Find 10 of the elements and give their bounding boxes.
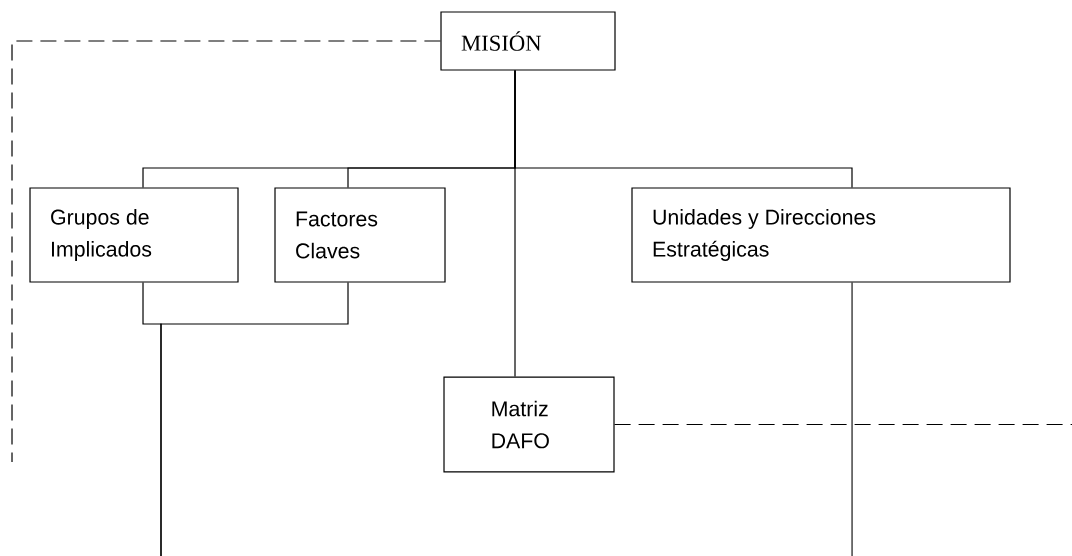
connector-line <box>160 282 349 556</box>
process-box: Unidades y Direcciones Estratégicas <box>631 187 1011 283</box>
connector-line <box>851 282 853 556</box>
process-box: MISIÓN <box>440 11 616 71</box>
process-box: Grupos de Implicados <box>29 187 239 283</box>
process-box: Factores Claves <box>274 187 446 283</box>
connector-line <box>11 40 441 463</box>
connector-line <box>514 70 516 378</box>
process-box: Matriz DAFO <box>443 376 615 473</box>
connector-line <box>614 423 1072 426</box>
